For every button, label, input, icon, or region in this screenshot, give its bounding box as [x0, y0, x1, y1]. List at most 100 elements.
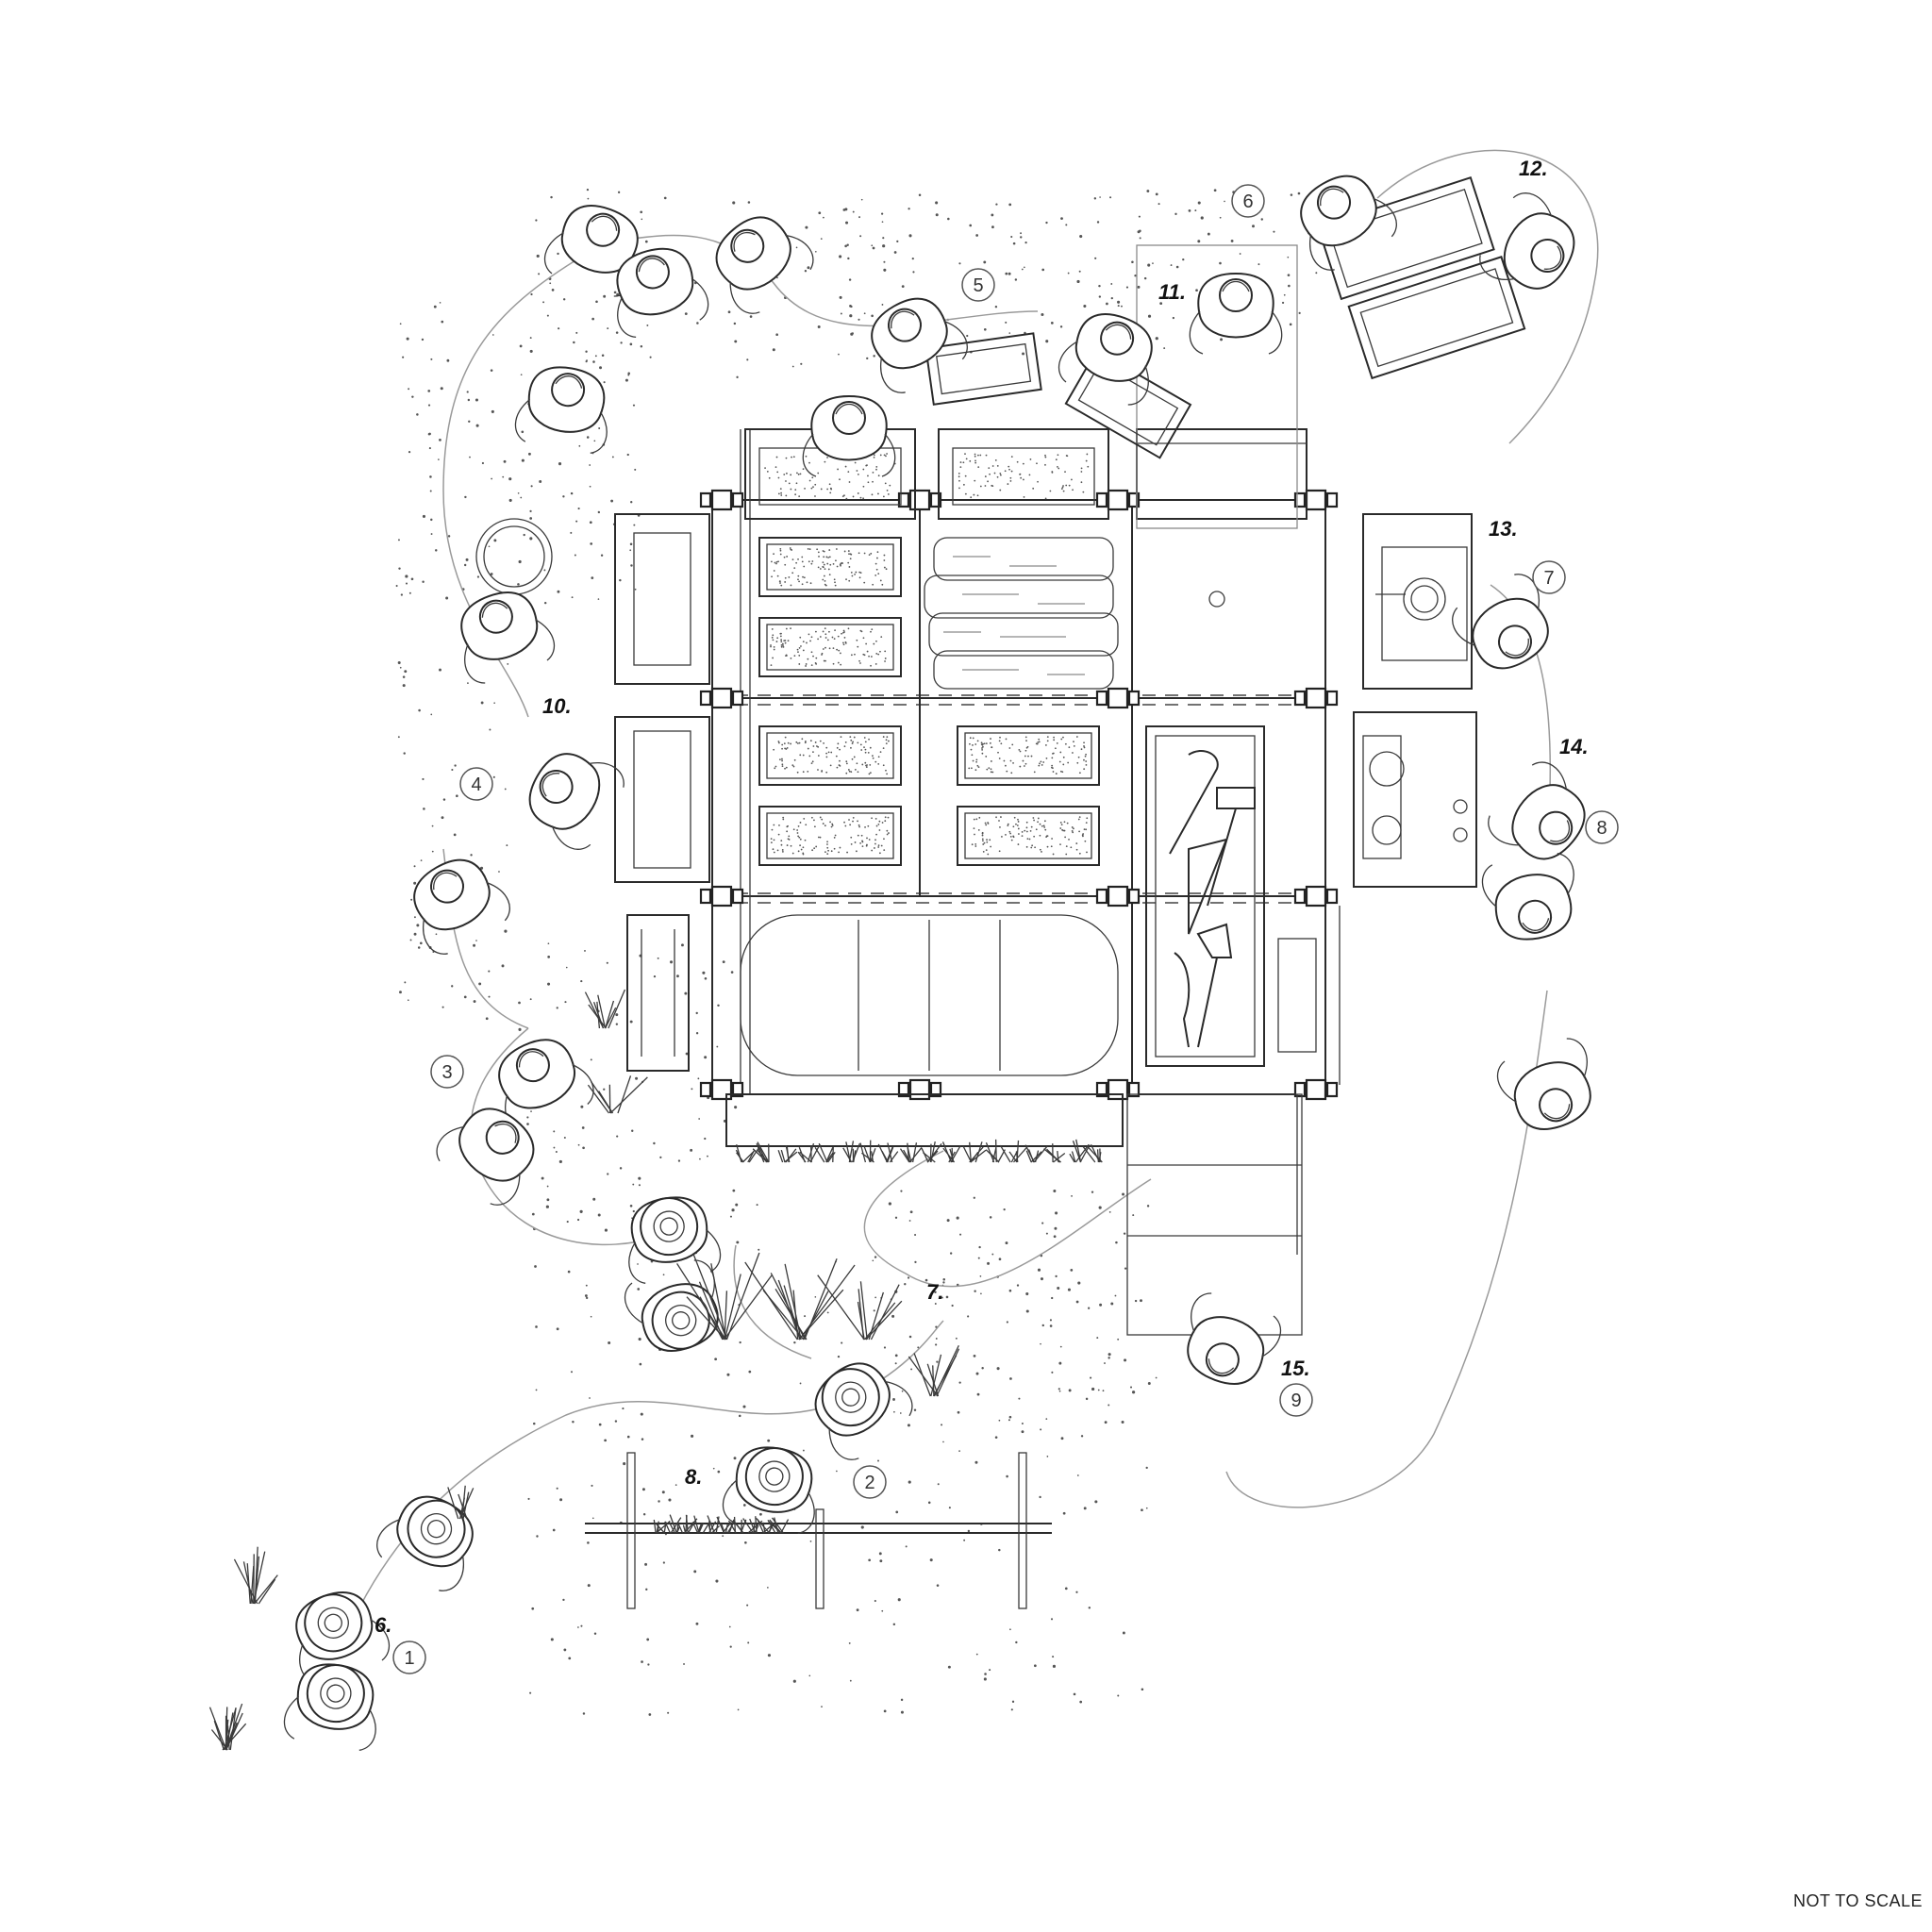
person-figure [1187, 1292, 1282, 1385]
person-figure [814, 1362, 913, 1460]
station-markers: 1 2 3 4 5 6 7 8 9 [392, 184, 1619, 1674]
drying-tray [957, 806, 1100, 866]
post-bracket [1095, 1081, 1108, 1098]
person-figure [295, 1591, 391, 1684]
svg-text:3: 3 [441, 1062, 452, 1083]
person-figure [1189, 272, 1283, 355]
post-bracket [1095, 690, 1108, 707]
post-bracket [1127, 1081, 1141, 1098]
station-4: 4 [459, 767, 493, 801]
person-figure [1058, 313, 1153, 406]
svg-text:8: 8 [1596, 818, 1607, 839]
station-7: 7 [1532, 560, 1566, 594]
person-figure [413, 858, 510, 955]
person-figure [528, 753, 625, 850]
post [1107, 885, 1129, 908]
scale-note: NOT TO SCALE [1792, 1891, 1923, 1910]
svg-text:5: 5 [973, 275, 983, 296]
person-figure [1300, 175, 1397, 271]
post [710, 1078, 733, 1101]
post-bracket [1095, 491, 1108, 508]
post-bracket [731, 1081, 744, 1098]
step-label-11: 11. [1158, 280, 1186, 304]
step-label-13: 13. [1489, 517, 1518, 541]
post-bracket [731, 491, 744, 508]
drying-tray-inner [766, 812, 894, 859]
person-figure [460, 591, 556, 684]
post-bracket [1293, 1081, 1307, 1098]
person-figure [283, 1663, 376, 1751]
post [1107, 1078, 1129, 1101]
post-bracket [1127, 690, 1141, 707]
post-bracket [1127, 888, 1141, 905]
log-stack [924, 537, 1119, 690]
step-label-15: 15. [1281, 1357, 1310, 1380]
bottom-drying-rack [585, 1452, 1052, 1609]
drying-tray [957, 725, 1100, 786]
post-bracket [929, 491, 942, 508]
person-figure [376, 1495, 474, 1591]
person-figure [543, 205, 639, 297]
person-figure [715, 216, 814, 314]
svg-text:1: 1 [404, 1648, 414, 1669]
post [1305, 489, 1327, 511]
post-bracket [897, 491, 910, 508]
svg-text:6: 6 [1242, 192, 1253, 212]
post-bracket [699, 1081, 712, 1098]
post [1107, 489, 1129, 511]
person-figure [871, 297, 968, 393]
drying-tray [758, 725, 902, 786]
post [1305, 885, 1327, 908]
post-bracket [1095, 888, 1108, 905]
post [1305, 1078, 1327, 1101]
person-figure [1479, 192, 1575, 290]
station-2: 2 [853, 1465, 887, 1499]
drying-tray-inner [766, 624, 894, 671]
drying-tray-inner [964, 812, 1092, 859]
post-bracket [1325, 491, 1339, 508]
person-figure [514, 366, 608, 454]
stove-station [1353, 711, 1477, 888]
tool-board [1145, 725, 1265, 1067]
person-figure [1496, 1038, 1591, 1130]
post-bracket [1293, 690, 1307, 707]
person-figure [628, 1196, 722, 1284]
person-figure [802, 394, 896, 477]
post [710, 687, 733, 709]
circulation-path [339, 149, 1599, 1652]
station-9: 9 [1279, 1383, 1313, 1417]
step-label-14: 14. [1559, 735, 1589, 758]
post-bracket [731, 690, 744, 707]
post [710, 489, 733, 511]
post-bracket [731, 888, 744, 905]
step-labels: 6. 7. 8. 10. 11. 12. 13. 14. 15. [375, 157, 1589, 1637]
post-bracket [699, 690, 712, 707]
drying-tray-inner [766, 543, 894, 591]
post [1305, 687, 1327, 709]
post-bracket [699, 491, 712, 508]
drying-tray [758, 806, 902, 866]
sink-station [1208, 513, 1473, 690]
svg-text:4: 4 [471, 774, 481, 795]
station-3: 3 [430, 1055, 464, 1089]
station-1: 1 [392, 1641, 426, 1674]
post-bracket [1325, 888, 1339, 905]
person-figure [498, 1039, 594, 1133]
post-bracket [1127, 491, 1141, 508]
step-label-12: 12. [1519, 157, 1548, 180]
sieving-tables [475, 175, 1526, 595]
station-5: 5 [961, 268, 995, 302]
front-planter [725, 1093, 1303, 1336]
post [908, 1078, 931, 1101]
post-bracket [1325, 1081, 1339, 1098]
rice-grass-tufts [208, 989, 1103, 1751]
person-figure [722, 1446, 815, 1534]
step-label-7: 7. [926, 1280, 943, 1304]
drying-trays [758, 453, 1100, 866]
step-label-6: 6. [375, 1613, 391, 1637]
step-label-8: 8. [685, 1465, 702, 1489]
post-bracket [1325, 690, 1339, 707]
building-frame [711, 429, 1326, 1095]
person-figure [1488, 761, 1586, 860]
